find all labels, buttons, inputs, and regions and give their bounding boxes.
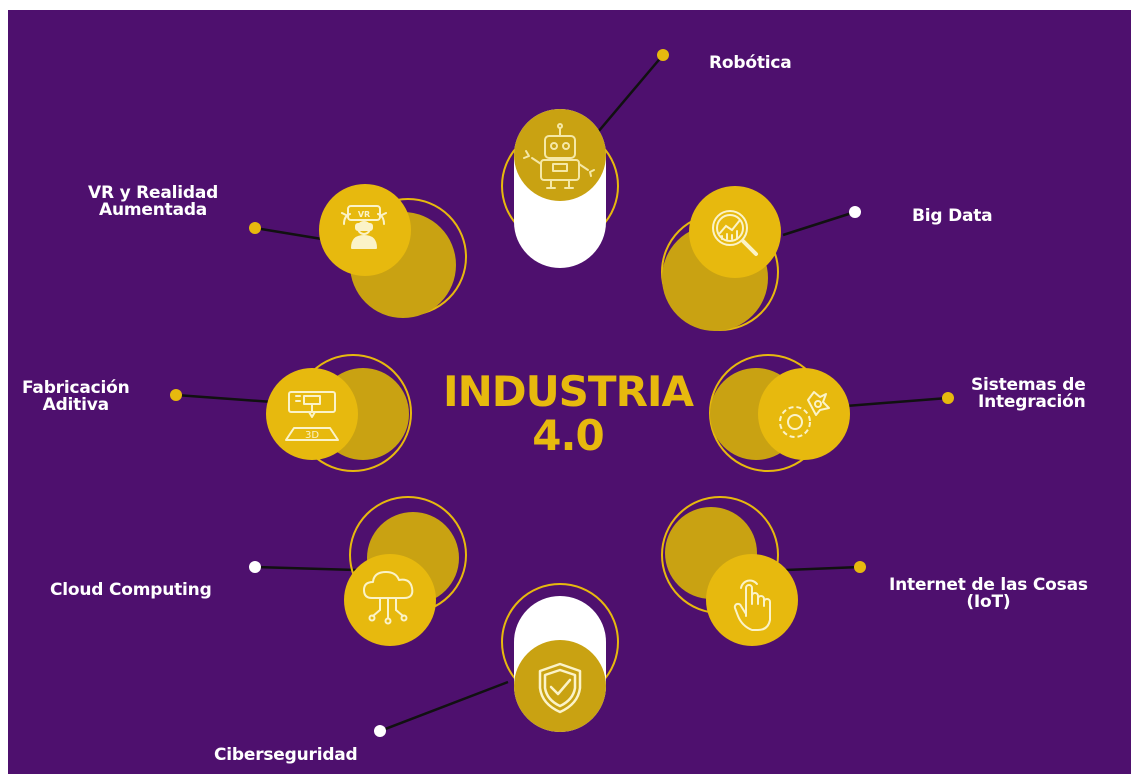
connector-big-data — [782, 210, 856, 237]
label-cloud-line1: Cloud Computing — [50, 580, 212, 600]
label-fabricacion-line2: Aditiva — [42, 395, 109, 415]
label-big-data: Big Data — [912, 206, 993, 226]
svg-text:3D: 3D — [305, 430, 319, 441]
connector-dots — [170, 49, 954, 737]
node-ciber — [501, 583, 619, 732]
node-vr: VR — [319, 184, 467, 318]
node-fabricacion: 3D — [266, 354, 412, 472]
infographic-canvas: 3D VR INDUSTRIA 4.0 Robótica Big — [8, 10, 1131, 774]
vr-headset-icon: VR — [341, 205, 387, 249]
node-sistemas — [709, 354, 850, 472]
label-iot-line2: (IoT) — [966, 592, 1011, 612]
label-vr: VR y Realidad Aumentada — [88, 185, 218, 219]
label-sistemas-line1: Sistemas de — [971, 375, 1086, 395]
dot-ciber — [374, 725, 386, 737]
diagram-graphics: 3D VR — [170, 49, 954, 737]
connector-fabricacion — [175, 393, 274, 404]
cloud-network-icon — [363, 571, 414, 625]
3d-printer-icon: 3D — [285, 391, 339, 441]
dot-vr — [249, 222, 261, 234]
connector-sistemas — [845, 396, 949, 408]
shield-check-icon — [538, 662, 582, 714]
center-title-line2: 4.0 — [532, 411, 604, 460]
connector-cloud — [254, 565, 357, 572]
label-iot: Internet de las Cosas (IoT) — [889, 577, 1088, 611]
label-vr-line2: Aumentada — [99, 200, 208, 220]
center-title-line1: INDUSTRIA — [442, 367, 694, 416]
node-cloud — [344, 496, 467, 646]
label-fabricacion: Fabricación Aditiva — [22, 380, 130, 414]
node-big-data — [661, 186, 781, 331]
center-title: INDUSTRIA 4.0 — [438, 370, 698, 458]
connector-robotica — [597, 54, 664, 133]
label-big-data-line1: Big Data — [912, 206, 993, 226]
label-sistemas-line2: Integración — [977, 392, 1086, 412]
dot-robotica — [657, 49, 669, 61]
dot-fabricacion — [170, 389, 182, 401]
dot-iot — [854, 561, 866, 573]
connector-ciber — [379, 680, 509, 733]
label-ciber: Ciberseguridad — [214, 747, 358, 764]
label-robotica: Robótica — [709, 55, 792, 72]
dot-big-data — [849, 206, 861, 218]
node-iot — [661, 496, 798, 646]
svg-text:VR: VR — [358, 210, 370, 219]
node-robotica — [501, 109, 619, 268]
connector-iot — [785, 565, 861, 572]
dot-cloud — [249, 561, 261, 573]
touch-hand-icon — [733, 579, 771, 631]
label-vr-line1: VR y Realidad — [88, 183, 219, 203]
label-fabricacion-line1: Fabricación — [22, 378, 130, 398]
connector-vr — [254, 226, 329, 242]
robot-icon — [523, 123, 595, 189]
label-cloud: Cloud Computing — [50, 582, 212, 599]
connector-lines — [175, 54, 949, 733]
label-iot-line1: Internet de las Cosas — [889, 575, 1088, 595]
label-sistemas: Sistemas de Integración — [971, 377, 1086, 411]
label-robotica-line1: Robótica — [709, 53, 792, 73]
dot-sistemas — [942, 392, 954, 404]
label-ciber-line1: Ciberseguridad — [214, 745, 358, 765]
magnifier-chart-icon — [712, 210, 758, 256]
gears-icon — [779, 391, 830, 438]
